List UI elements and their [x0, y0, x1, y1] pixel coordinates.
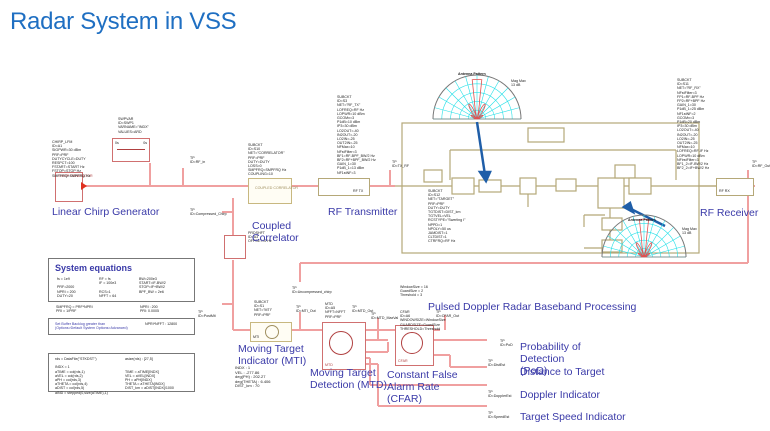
output-label-doppler: Doppler Indicator: [520, 389, 600, 401]
system-equations-box: System equations fs = 1e9 PRF=2000 NPRI …: [48, 258, 195, 302]
output-label-pod: Probability of Detection (PoD): [520, 341, 581, 377]
polar-spoke: [603, 245, 645, 258]
rf-tx-params: SUBCKT ID=S3 NET="RF_TX" LOFREQ=RF Hz LO…: [337, 95, 376, 175]
cfar-block[interactable]: CFAR: [395, 325, 434, 366]
target-params: SUBCKT ID=S12 NET="TARGET" PRF=PRF DUTY=…: [428, 189, 466, 244]
cfar-vars: WindowSize = 16 GuardSize = 2 Threshold …: [400, 285, 428, 298]
equations-row2-left: SMPFRQ = PRF*NPRI PRI = 1/PRF: [56, 305, 93, 314]
polar-spoke: [445, 87, 478, 120]
antenna-legend-bottom: Mag Max 13 dB: [682, 227, 697, 236]
polar-spoke: [476, 87, 509, 120]
antenna-title-bottom: Antenna Pattern: [628, 218, 656, 222]
polar-spoke: [643, 227, 674, 258]
polar-spoke: [643, 216, 656, 258]
probe-rf-out[interactable]: TP ID=RF_Out: [752, 160, 770, 169]
polar-spoke: [643, 220, 666, 258]
probe-speedest[interactable]: TP ID=SpeedEst: [488, 411, 510, 420]
target-subblocks: [423, 127, 652, 253]
data-file-box: rds = DataFile("STKDST") INDX = 1 aTIME …: [48, 353, 195, 395]
label-mtd: Moving Target Detection (MTD): [310, 367, 388, 391]
polar-spoke: [454, 80, 478, 120]
label-rf-transmitter: RF Transmitter: [328, 206, 398, 218]
probe-mtd-out[interactable]: TP ID=MTD_Out: [352, 305, 374, 314]
page-title: Radar System in VSS: [10, 8, 237, 35]
readout: INDX : 1 VEL : -277.86 deg(PH) : 202.27 …: [235, 365, 271, 389]
polar-spoke: [476, 107, 520, 120]
probe-compressed[interactable]: TP ID=Compressed_Chirp: [190, 208, 227, 217]
mtd-block[interactable]: MTD: [322, 322, 366, 370]
equations-row2-right: NPRI : 200 PRI: 0.0005: [140, 305, 159, 314]
probe-dopplerest[interactable]: TP ID=DopplerEst: [488, 390, 512, 399]
probe-tx-rf[interactable]: TP ID=TX_RF: [392, 160, 410, 169]
coupled-correlator-block[interactable]: COUPLED CORRELATOR: [248, 178, 298, 204]
output-label-distance: Distance to Target: [520, 366, 605, 378]
label-rf-receiver: RF Receiver: [700, 207, 759, 219]
probe-pod[interactable]: TP ID=PoD: [500, 339, 513, 348]
chirp-generator-block[interactable]: CHIRP GENERATOR: [55, 172, 93, 202]
antenna-title-top: Antenna Pattern: [458, 72, 486, 76]
polar-spoke: [632, 216, 645, 258]
label-mti: Moving Target Indicator (MTI): [238, 343, 307, 367]
buffer-note-box: Set Buffer Backlog greater than (Options…: [48, 318, 195, 335]
rf-rx-params: SUBCKT ID=S11 NET="RF_RX" NFstFilter=3 F…: [677, 78, 710, 171]
section-label: Pulsed Doppler Radar Baseband Processing: [428, 301, 637, 313]
antenna-arrows: [475, 121, 666, 228]
mti-block[interactable]: MTI: [250, 322, 292, 342]
polar-spoke: [614, 227, 645, 258]
chirp-params: CHIRP_LFM ID=A1 SIGPWR=30 dBm PRF=PRF DU…: [52, 140, 91, 178]
mtd-params: MTD ID=A5 NFFT=NFFT PRF=PRF: [325, 302, 346, 319]
polar-spoke: [434, 107, 478, 120]
probe-rf-in[interactable]: TP ID=RF_in: [190, 156, 206, 165]
label-correlator: Coupled Correlator: [252, 220, 299, 244]
label-cfar: Constant False Alarm Rate (CFAR): [387, 369, 458, 405]
probe-uncompressed[interactable]: TP ID=Uncompressed_chirp: [292, 286, 332, 295]
pulse-shift-params: PRDSHFT ID=A3 OFFSET=0 Hz: [248, 231, 272, 244]
probe-mti-out[interactable]: TP ID=MTI_Out: [296, 305, 316, 314]
polar-spoke: [643, 245, 685, 258]
correlator-params: SUBCKT ID=S10 NET="CORRELATOR" PRF=PRF D…: [248, 143, 287, 177]
probe-distest[interactable]: TP ID=DistEst: [488, 359, 506, 368]
output-label-speed: Target Speed Indicator: [520, 411, 626, 423]
polar-spoke: [476, 80, 500, 120]
sweep-params: SWPVAR ID=SWP1 VARNAME="INDX" VALUES=ARD: [118, 117, 149, 134]
polar-spoke: [465, 76, 478, 120]
label-chirp-generator: Linear Chirp Generator: [52, 206, 160, 218]
probe-cfar-out[interactable]: TP ID=CFAR_Out: [436, 310, 460, 319]
antenna-pattern-trace: [635, 218, 653, 258]
antenna-legend-top: Mag Max 13 dB: [511, 79, 526, 88]
rf-transmitter-block[interactable]: RF TX: [318, 178, 370, 196]
chirp-output-port: [81, 182, 87, 190]
probe-mtd-maxval[interactable]: TP ID=MTD_MaxVal: [371, 312, 399, 321]
sweep-variable-block[interactable]: 0s 0s: [112, 138, 150, 162]
antenna-pattern-trace: [468, 79, 486, 120]
rf-receiver-block[interactable]: RF RX: [716, 178, 754, 196]
probe-postmti[interactable]: TP ID=PostMti: [198, 310, 216, 319]
cfar-params: CFAR ID=A6 WINDOWSIZE=WindowSize GUARDSI…: [400, 310, 446, 331]
signal-wires: [82, 163, 755, 407]
equations-title: System equations: [55, 263, 133, 273]
pulse-shift-block[interactable]: [224, 235, 246, 259]
polar-spoke: [622, 220, 645, 258]
mti-params: SUBCKT ID=S1 NET="MTI" PRF=PRF: [254, 300, 273, 317]
polar-spoke: [476, 76, 489, 120]
